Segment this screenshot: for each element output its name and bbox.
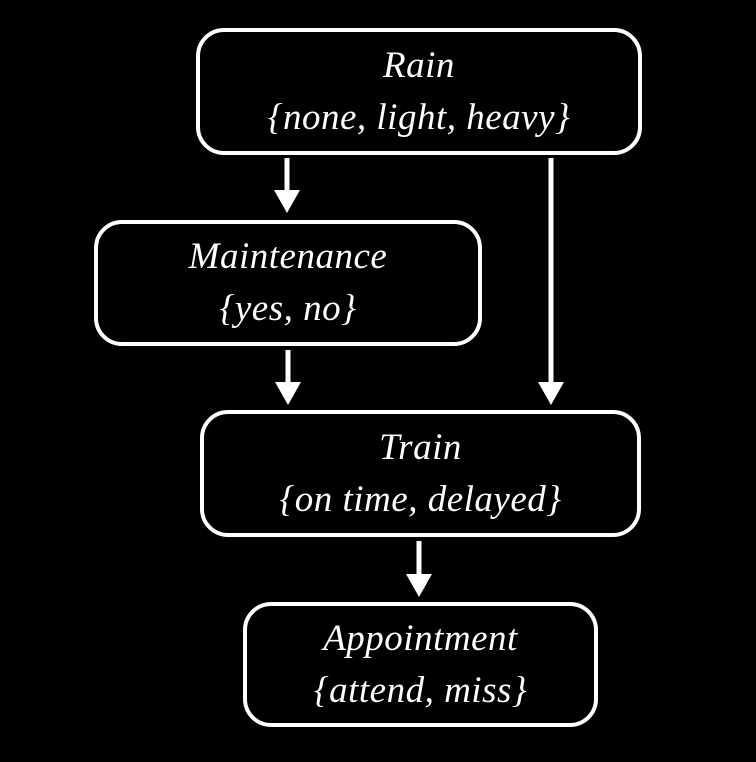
edge-maintenance-to-train xyxy=(275,350,301,405)
node-maintenance: Maintenance {yes, no} xyxy=(94,220,482,346)
node-maintenance-domain: {yes, no} xyxy=(219,288,357,329)
node-appointment: Appointment {attend, miss} xyxy=(243,602,598,727)
node-train: Train {on time, delayed} xyxy=(200,410,641,537)
node-appointment-label: Appointment xyxy=(323,617,518,659)
node-rain: Rain {none, light, heavy} xyxy=(196,28,642,155)
node-train-domain: {on time, delayed} xyxy=(279,478,562,520)
node-appointment-domain: {attend, miss} xyxy=(313,669,528,711)
node-maintenance-label: Maintenance xyxy=(188,236,388,278)
edge-train-to-appointment xyxy=(406,541,432,597)
node-rain-domain: {none, light, heavy} xyxy=(267,96,571,138)
node-rain-label: Rain xyxy=(383,44,455,86)
node-train-label: Train xyxy=(379,426,462,468)
edge-rain-to-maintenance xyxy=(274,158,300,213)
edge-rain-to-train xyxy=(538,158,564,405)
